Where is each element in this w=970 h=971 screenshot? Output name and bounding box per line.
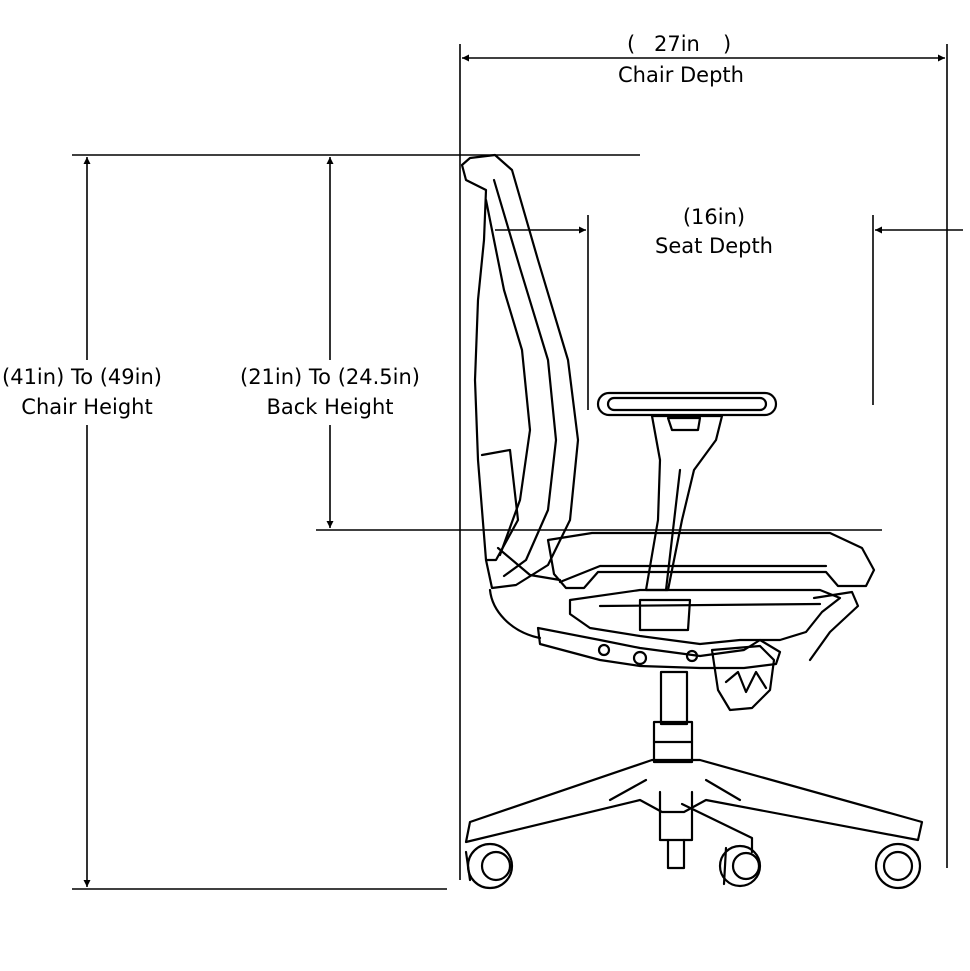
back-height-dimension [316, 157, 882, 531]
back-height-label: Back Height [266, 395, 393, 419]
chair-depth-paren-close: ) [723, 32, 731, 56]
seat-depth-label: Seat Depth [655, 234, 773, 258]
chair-depth-dimension [459, 44, 948, 880]
seat-depth-dimension [495, 215, 963, 410]
chair-depth-label: Chair Depth [618, 63, 744, 87]
chair-depth-paren-open: ( [627, 32, 635, 56]
back-height-value: (21in) To (24.5in) [240, 365, 420, 389]
seat-cushion [546, 531, 876, 590]
chair-height-dimension [72, 154, 640, 890]
backrest [460, 153, 580, 590]
chair-depth-value: 27in [654, 32, 700, 56]
seat-depth-value: (16in) [683, 205, 745, 229]
chair-height-value: (41in) To (49in) [2, 365, 162, 389]
casters [464, 842, 922, 890]
office-chair-drawing [460, 153, 924, 890]
armrest [596, 391, 778, 592]
seat-mechanism [488, 588, 860, 712]
chair-base [464, 758, 924, 870]
gas-cylinder [652, 670, 694, 764]
chair-height-label: Chair Height [21, 395, 152, 419]
